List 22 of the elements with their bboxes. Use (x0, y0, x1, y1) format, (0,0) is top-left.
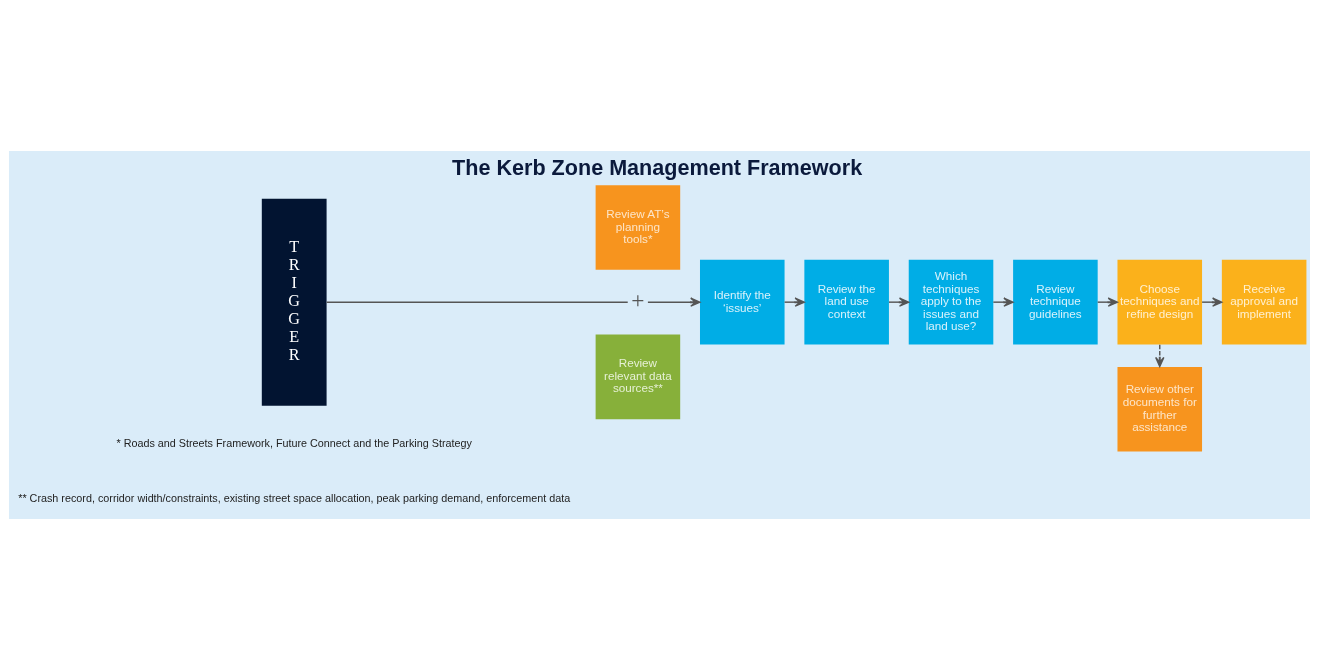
diagram-title: The Kerb Zone Management Framework (452, 154, 863, 180)
node-box: Review the land use context (804, 259, 889, 345)
arrow (992, 297, 1014, 307)
label: ** Crash record, corridor width/constraints, existing street space allocation, peak parking demand, enforcement data (18, 491, 571, 504)
node-box: Review other documents for further assistance (1117, 366, 1203, 452)
node-box: Review technique guidelines (1013, 259, 1098, 345)
node-box: TRIGGER (261, 198, 327, 406)
node-text: + (631, 286, 645, 313)
connector (325, 301, 629, 303)
label: * Roads and Streets Framework, Future Connect and the Parking Strategy (116, 437, 472, 450)
node-box: Identify the ‘issues’ (700, 259, 785, 345)
arrow (647, 297, 701, 307)
node-box: Receive approval and implement (1221, 259, 1307, 345)
node-box: Review relevant data sources** (595, 334, 681, 420)
arrow (1097, 297, 1118, 307)
arrow (783, 297, 805, 307)
node-box: Review AT’s planning tools* (595, 185, 681, 270)
arrow (1155, 343, 1165, 368)
node-box: Which techniques apply to the issues and land use? (908, 259, 994, 345)
arrow (1201, 297, 1223, 307)
node-box: Choose techniques and refine design (1117, 259, 1203, 345)
arrow (888, 297, 910, 307)
